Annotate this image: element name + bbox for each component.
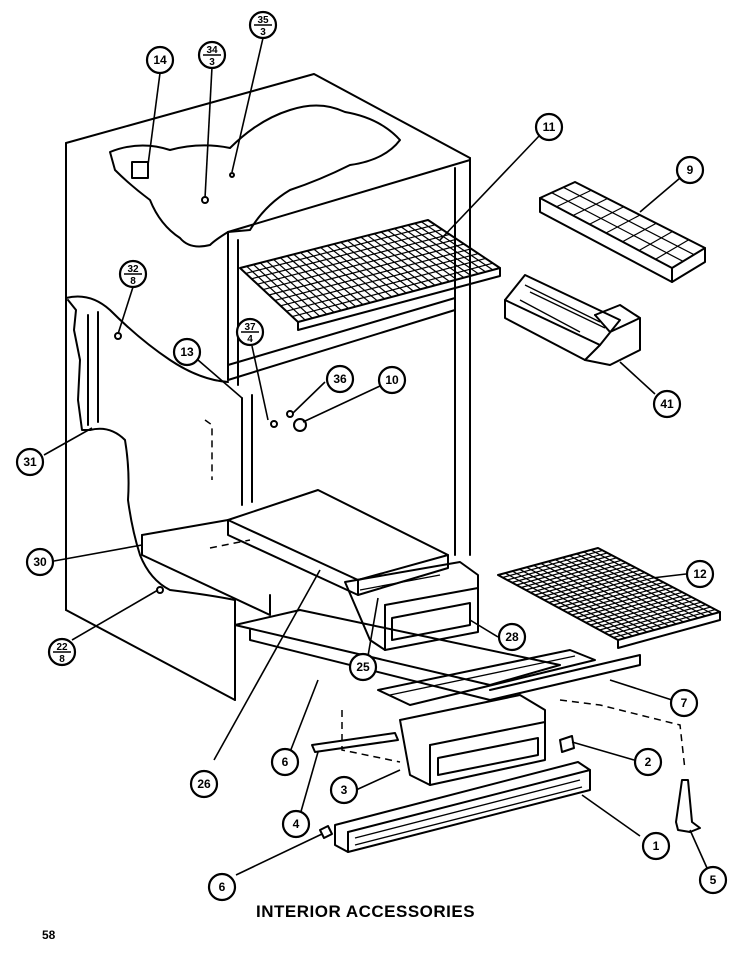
callout-number: 2	[645, 755, 652, 769]
callout-c34: 343	[197, 40, 227, 70]
callout-c5: 5	[698, 865, 728, 895]
callout-numerator: 32	[127, 264, 139, 275]
callout-numerator: 37	[244, 322, 256, 333]
wire-shelf-lower	[497, 547, 721, 649]
callout-number: 36	[333, 372, 347, 386]
callout-number: 4	[293, 817, 300, 831]
callout-c12: 12	[685, 559, 715, 589]
glass-shelf-upper	[239, 219, 501, 331]
callout-c36: 36	[325, 364, 355, 394]
callout-c6b: 6	[207, 872, 237, 902]
callout-c41: 41	[652, 389, 682, 419]
callout-c3: 3	[329, 775, 359, 805]
cabinet-shell	[65, 73, 471, 701]
callout-number: 6	[219, 880, 226, 894]
callout-denominator: 3	[260, 27, 266, 38]
callout-c31: 31	[15, 447, 45, 477]
ice-maker	[504, 274, 641, 366]
callout-numerator: 35	[257, 15, 269, 26]
callout-denominator: 8	[130, 276, 136, 287]
callout-number: 14	[153, 53, 167, 67]
callout-denominator: 3	[209, 57, 215, 68]
leader-lines	[43, 37, 708, 876]
callout-number: 1	[653, 839, 660, 853]
callout-number: 11	[543, 120, 556, 134]
callout-c10: 10	[377, 365, 407, 395]
callout-number: 3	[341, 783, 348, 797]
callout-numerator: 34	[206, 45, 218, 56]
diagram-title: INTERIOR ACCESSORIES	[256, 902, 476, 921]
callout-number: 13	[180, 345, 194, 359]
callout-c14: 14	[145, 45, 175, 75]
callout-number: 7	[681, 696, 688, 710]
callout-number: 31	[23, 455, 37, 469]
callout-c7: 7	[669, 688, 699, 718]
callout-c4: 4	[281, 809, 311, 839]
callout-c2: 2	[633, 747, 663, 777]
callout-number: 6	[282, 755, 289, 769]
callout-c30: 30	[25, 547, 55, 577]
callout-number: 5	[710, 873, 717, 887]
leveling-leg	[675, 779, 701, 833]
callout-number: 41	[660, 397, 674, 411]
callout-number: 25	[356, 660, 370, 674]
callout-number: 10	[385, 373, 399, 387]
callout-number: 12	[693, 567, 707, 581]
callout-c6a: 6	[270, 747, 300, 777]
callout-c26: 26	[189, 769, 219, 799]
callout-c32a: 328	[118, 259, 148, 289]
callout-c22: 228	[47, 637, 77, 667]
hardware-parts	[114, 161, 575, 839]
callout-number: 9	[687, 163, 694, 177]
toe-grille	[334, 761, 591, 853]
page-number: 58	[42, 928, 56, 942]
callout-c37: 374	[235, 317, 265, 347]
ice-tray	[539, 181, 706, 283]
callout-c13: 13	[172, 337, 202, 367]
meat-keeper-drawer	[341, 649, 686, 786]
crisper-drawer	[344, 561, 479, 651]
crisper-cover	[227, 489, 449, 596]
callout-c25: 25	[348, 652, 378, 682]
callout-number: 30	[33, 555, 47, 569]
callout-c1: 1	[641, 831, 671, 861]
callout-c11: 11	[534, 112, 564, 142]
callout-number: 28	[505, 630, 519, 644]
callout-denominator: 8	[59, 654, 65, 665]
callout-denominator: 4	[247, 334, 253, 345]
callout-number: 26	[197, 777, 211, 791]
callout-c9: 9	[675, 155, 705, 185]
callout-c35: 353	[248, 10, 278, 40]
callout-c28: 28	[497, 622, 527, 652]
callout-numerator: 22	[56, 642, 68, 653]
